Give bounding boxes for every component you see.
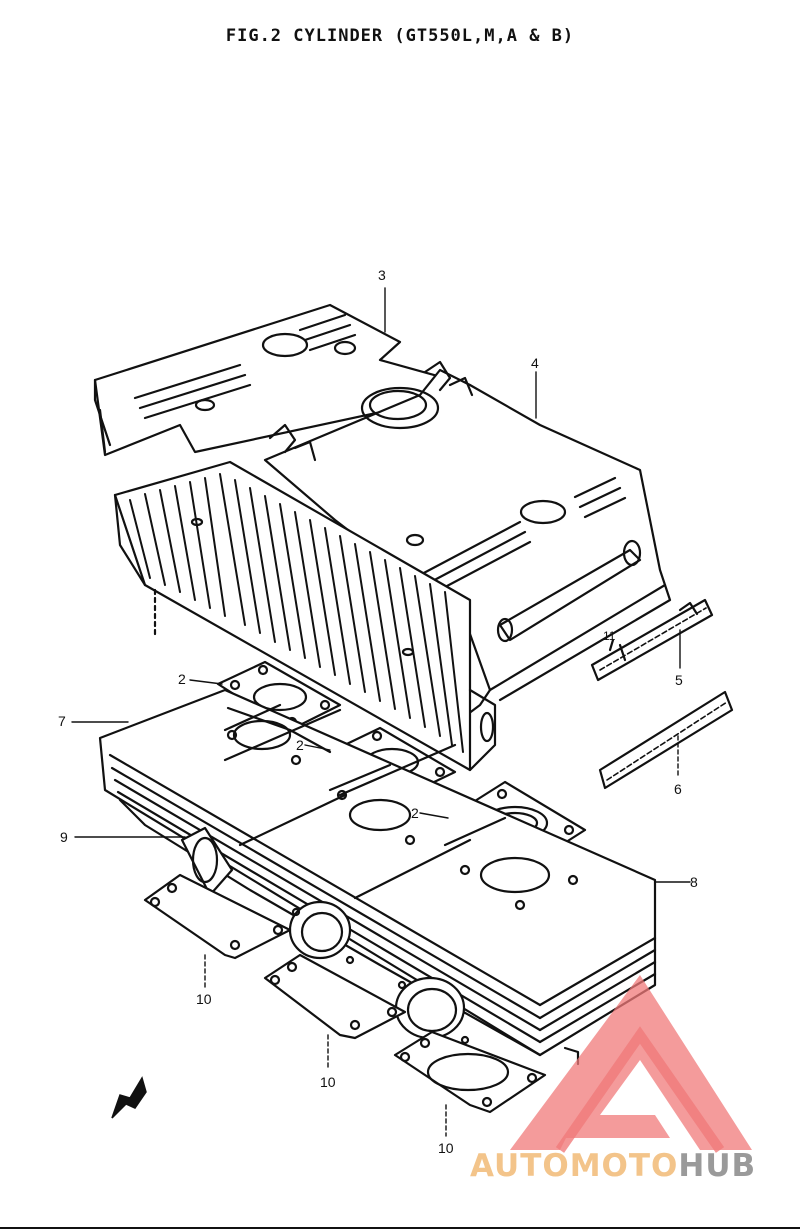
watermark-part1: AUTOMOTO	[470, 1148, 679, 1184]
clip-11	[608, 638, 627, 662]
figure-title: FIG.2 CYLINDER (GT550L,M,A & B)	[225, 26, 575, 46]
callout-9: 9	[60, 829, 68, 845]
callout-10a: 10	[196, 991, 212, 1007]
base-gasket-1	[143, 873, 292, 960]
cover-strip-5	[590, 598, 714, 682]
callout-7: 7	[58, 713, 66, 729]
watermark-part2: HUB	[678, 1148, 757, 1184]
cover-strip-6	[598, 690, 734, 790]
callout-10c: 10	[438, 1140, 454, 1156]
callout-2a: 2	[178, 671, 186, 687]
base-gasket-3	[393, 1030, 547, 1114]
base-gasket-2	[263, 953, 407, 1040]
automotohub-logo-icon	[510, 975, 752, 1153]
callout-8: 8	[690, 874, 698, 890]
callout-2b: 2	[296, 737, 304, 753]
cylinder-head	[113, 460, 497, 772]
callout-11: 11	[603, 629, 616, 643]
callout-3: 3	[378, 267, 386, 283]
callout-6: 6	[674, 781, 682, 797]
arrow-icon	[111, 1076, 147, 1119]
leader-lines	[71, 287, 691, 1137]
callout-5: 5	[675, 672, 683, 688]
bottom-border	[0, 1227, 800, 1229]
cylinder-head-cover	[93, 303, 672, 722]
watermark-text: AUTOMOTOHUB	[470, 1148, 756, 1184]
callout-4: 4	[531, 355, 539, 371]
callout-10b: 10	[320, 1074, 336, 1090]
callout-2c: 2	[411, 805, 419, 821]
